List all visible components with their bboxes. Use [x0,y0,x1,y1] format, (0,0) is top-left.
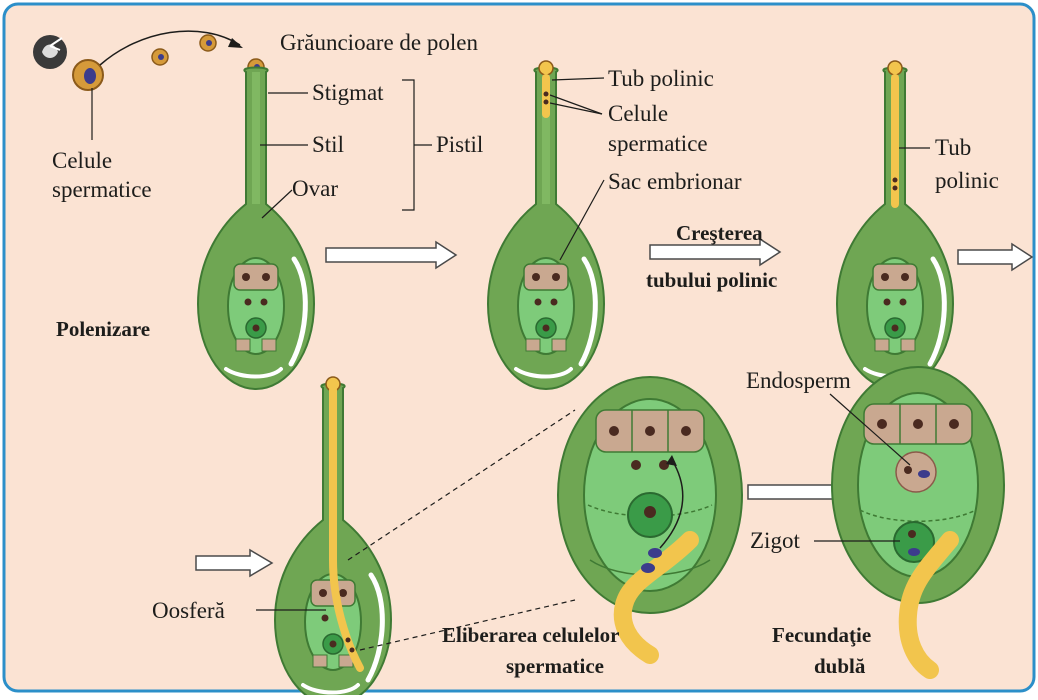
label-embryo-sac: Sac embrionar [608,169,742,194]
label-pollen-grains: Grăuncioare de polen [280,30,478,55]
sperm-cell [641,563,655,573]
sperm-dot [346,638,351,643]
stage-release-line1: Eliberarea celulelor [442,623,619,647]
stage-double-fert-line1: Fecundaţie [772,623,871,647]
stage-tube-growth-line1: Creşterea [676,221,763,245]
sperm-dot [893,178,898,183]
label-sperm-cells-line2: spermatice [52,177,152,202]
label-pollen-tube: Tub polinic [608,66,714,91]
sperm-dot [893,186,898,191]
stage-tube-growth-line2: tubului polinic [646,268,777,292]
pollen-grain [152,49,168,65]
bee-icon [33,35,67,69]
label-sperm-cells-line1: Celule [52,148,112,173]
label-tube-c-line1: Tub [935,135,971,160]
pollen-grain-large [73,60,103,90]
label-egg-cell: Oosferă [152,598,225,623]
label-sperm-cells-b-line1: Celule [608,101,668,126]
sperm-dot [544,92,549,97]
label-sperm-cells-b-line2: spermatice [608,131,708,156]
label-zygote: Zigot [750,528,800,553]
label-stigma: Stigmat [312,80,384,105]
pollen-on-stigma-3 [888,61,902,75]
sperm-dot [350,648,355,653]
label-tube-c-line2: polinic [935,168,999,193]
stage-release-line2: spermatice [506,654,604,678]
label-endosperm: Endosperm [746,368,851,393]
label-ovary: Ovar [292,176,338,201]
pollen-on-stigma-2 [539,61,553,75]
label-style: Stil [312,132,344,157]
sperm-dot [544,100,549,105]
pollen-grain [200,35,216,51]
label-pistil: Pistil [436,132,483,157]
stage-double-fert-line2: dublă [814,654,866,678]
stage-pollination: Polenizare [56,317,150,341]
sperm-cell [648,548,662,558]
